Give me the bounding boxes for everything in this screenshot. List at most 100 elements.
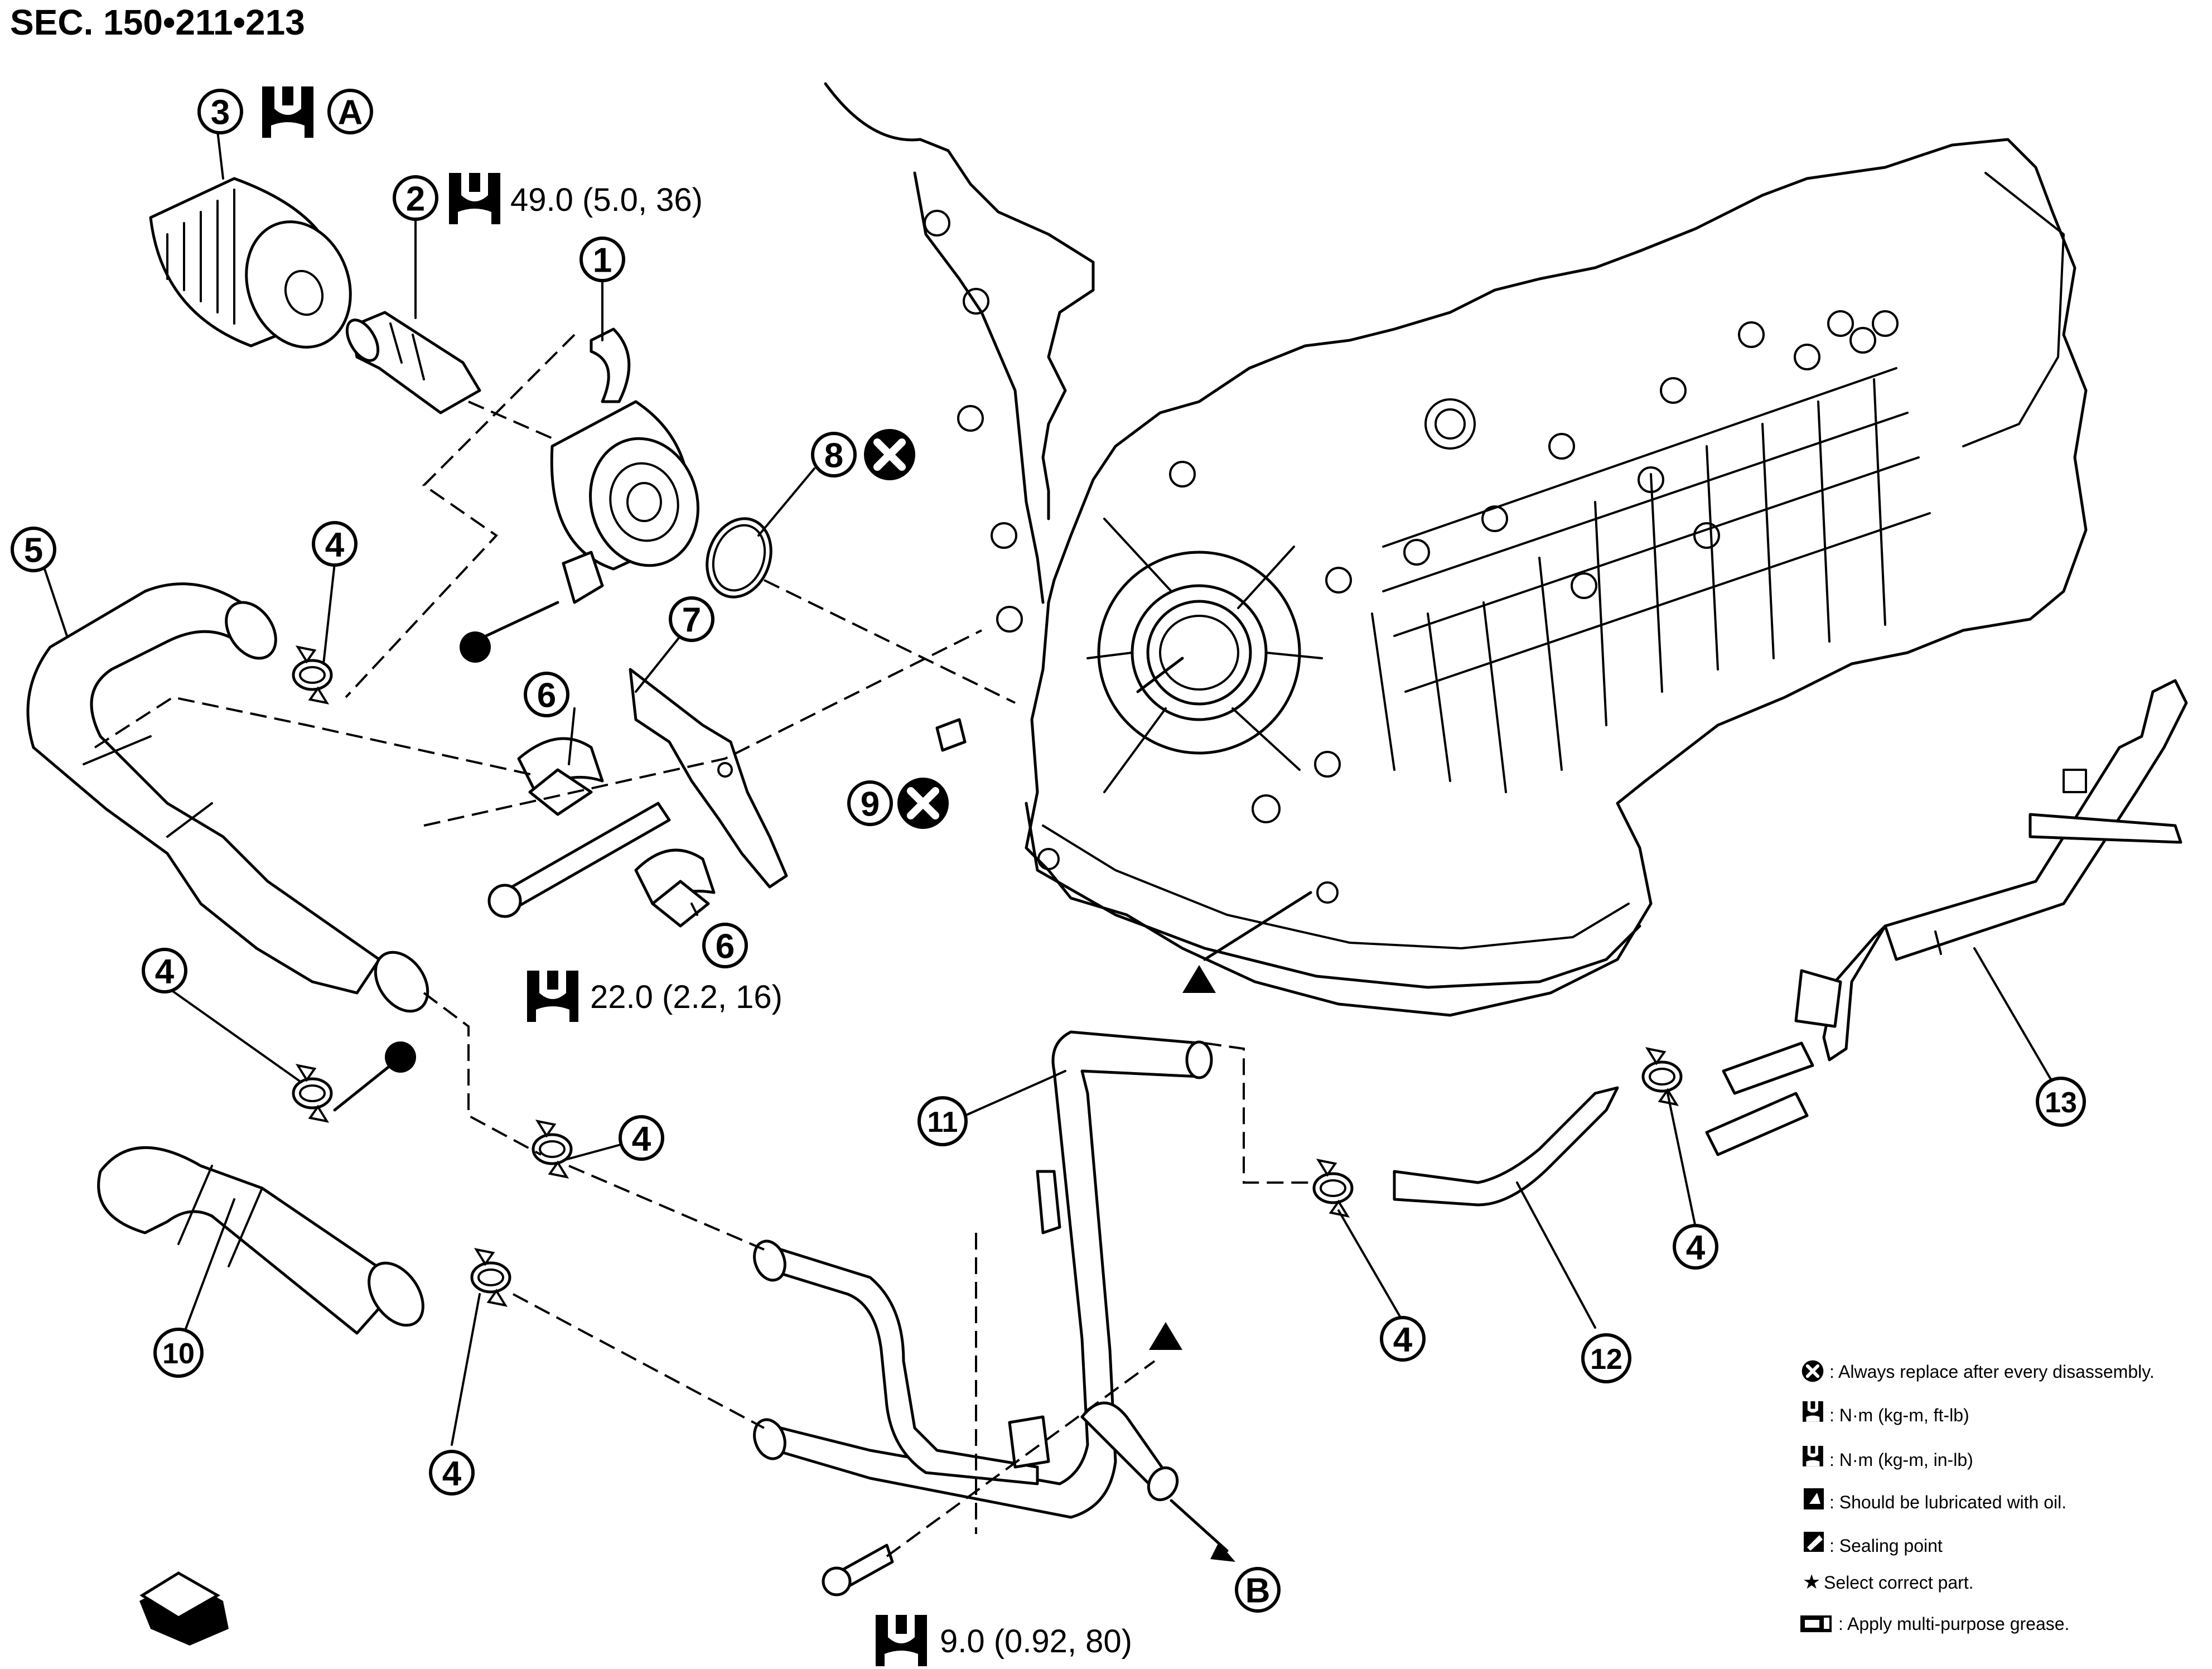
callout-letter-a: A (327, 89, 373, 134)
svg-text:: Sealing point: : Sealing point (1829, 1536, 1943, 1556)
clip-lower (634, 848, 716, 928)
callout-4: 4 (429, 1450, 475, 1496)
locating-pin (935, 718, 967, 752)
x-circle-icon (897, 778, 949, 829)
oil-cooler (550, 327, 699, 604)
svg-text:4: 4 (1686, 1229, 1706, 1267)
svg-text:4: 4 (632, 1120, 651, 1159)
wrench-torque-icon (449, 173, 500, 224)
svg-text:Select correct part.: Select correct part. (1824, 1572, 1974, 1593)
torque-connector-bolt: 49.0 (5.0, 36) (510, 182, 703, 218)
callout-4: 4 (619, 1115, 664, 1161)
legend-item-replace: : Always replace after every disassembly… (1802, 1361, 2155, 1382)
legend-item-lubricate: : Should be lubricated with oil. (1804, 1488, 2066, 1512)
svg-text:5: 5 (24, 532, 43, 570)
svg-text:4: 4 (155, 953, 175, 991)
callout-2: 2 (393, 175, 438, 221)
callout-7: 7 (669, 596, 714, 642)
svg-text:12: 12 (1590, 1343, 1622, 1376)
svg-text:7: 7 (682, 601, 701, 640)
hose-clamp (1643, 1049, 1681, 1104)
bracket-bolt (487, 802, 671, 918)
hose-clamp (1314, 1160, 1352, 1216)
svg-text:3: 3 (211, 94, 230, 132)
callout-12: 12 (1581, 1333, 1631, 1383)
legend-item-nm-ftlb: : N·m (kg-m, ft-lb) (1803, 1401, 1969, 1425)
callout-9: 9 (847, 780, 893, 826)
clip-upper (517, 737, 604, 816)
callout-5: 5 (11, 527, 56, 572)
hose-clamp (293, 1065, 331, 1121)
callout-1: 1 (579, 237, 625, 282)
leader-lines (44, 130, 2054, 1446)
torque-pipe-bolt: 9.0 (0.92, 80) (940, 1623, 1132, 1660)
grease-gun-icon (1800, 1615, 1832, 1632)
star-icon: ★ (1803, 1570, 1820, 1593)
legend-item-nm-inlb: : N·m (kg-m, in-lb) (1803, 1446, 1973, 1470)
wrench-torque-icon (262, 86, 313, 138)
svg-text:B: B (1245, 1572, 1271, 1610)
oil-filter (149, 177, 352, 349)
wrench-torque-icon (1803, 1446, 1823, 1467)
svg-text:8: 8 (824, 437, 843, 475)
direction-arrow (1210, 1542, 1235, 1562)
callout-13: 13 (2036, 1077, 2086, 1127)
water-hose-12 (1393, 1086, 1619, 1207)
connector-bolt (345, 311, 481, 414)
callout-8: 8 (811, 432, 857, 477)
callout-4: 4 (1673, 1224, 1718, 1270)
water-hose-5 (26, 582, 429, 1013)
front-direction-arrow-icon (139, 1571, 229, 1646)
callout-6: 6 (702, 923, 748, 968)
callout-4: 4 (142, 948, 187, 993)
svg-text:A: A (338, 94, 363, 132)
callout-4: 4 (312, 521, 358, 567)
svg-text:: Always replace after every d: : Always replace after every disassembly… (1829, 1362, 2155, 1382)
bracket (629, 668, 788, 889)
svg-text:6: 6 (537, 677, 556, 715)
legend-item-grease: : Apply multi-purpose grease. (1800, 1614, 2069, 1634)
svg-text:4: 4 (325, 526, 345, 565)
x-circle-icon (864, 429, 915, 480)
legend-item-select: ★ Select correct part. (1803, 1570, 1974, 1593)
svg-text:: Apply multi-purpose grease.: : Apply multi-purpose grease. (1838, 1614, 2069, 1634)
hose-clamp (533, 1121, 571, 1177)
pipe-bolt (822, 1543, 894, 1596)
svg-text:4: 4 (442, 1455, 462, 1493)
svg-text:11: 11 (928, 1106, 958, 1139)
legend: : Always replace after every disassembly… (1800, 1361, 2155, 1634)
triangle-mark (1182, 965, 1216, 993)
section-title: SEC. 150•211•213 (10, 2, 305, 42)
svg-text:: Should be lubricated with oi: : Should be lubricated with oil. (1829, 1492, 2066, 1512)
lubricate-point (385, 1041, 416, 1073)
assembly-lines (94, 334, 1312, 1557)
wrench-torque-icon (527, 971, 578, 1022)
callout-11: 11 (917, 1096, 968, 1146)
water-pipe-11 (753, 1030, 1213, 1519)
callout-3: 3 (197, 89, 243, 134)
svg-text:: N·m (kg-m, in-lb): : N·m (kg-m, in-lb) (1829, 1450, 1973, 1470)
svg-text:6: 6 (716, 928, 735, 966)
svg-text:13: 13 (2045, 1087, 2077, 1119)
callout-letter-b: B (1235, 1567, 1281, 1613)
svg-text:10: 10 (162, 1338, 195, 1370)
hose-clamp (472, 1250, 510, 1305)
svg-text:4: 4 (1393, 1321, 1413, 1359)
engine-block (824, 82, 2088, 1017)
svg-text:9: 9 (861, 785, 880, 824)
svg-text:: N·m (kg-m, ft-lb): : N·m (kg-m, ft-lb) (1829, 1405, 1969, 1425)
water-hose-10 (97, 1146, 424, 1335)
water-pipe-13 (1705, 679, 2188, 1156)
wrench-torque-icon (876, 1615, 927, 1666)
hose-clamp (293, 647, 331, 703)
callout-6: 6 (524, 672, 569, 717)
svg-text:1: 1 (593, 242, 612, 280)
triangle-mark (1149, 1322, 1182, 1350)
wrench-torque-icon (1803, 1401, 1823, 1422)
svg-text:2: 2 (406, 180, 425, 219)
callout-10: 10 (153, 1328, 204, 1378)
torque-bracket-bolt: 22.0 (2.2, 16) (590, 979, 783, 1015)
callout-4: 4 (1380, 1316, 1426, 1362)
x-circle-icon (1802, 1361, 1824, 1382)
